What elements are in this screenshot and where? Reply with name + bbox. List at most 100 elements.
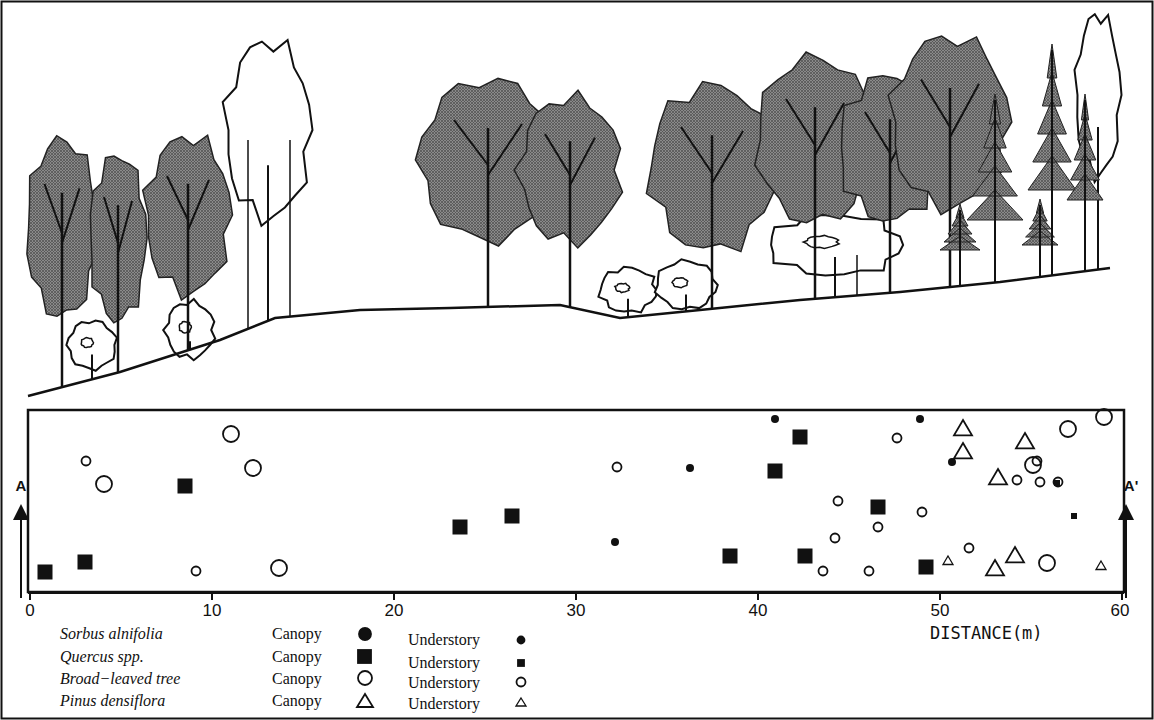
branch bbox=[681, 127, 712, 173]
tree-trunk bbox=[289, 140, 291, 317]
broadleaf-mark bbox=[893, 434, 902, 443]
tree-trunk bbox=[994, 100, 996, 283]
tree-trunk bbox=[889, 119, 892, 293]
quercus-mark bbox=[453, 520, 468, 535]
quercus-mark bbox=[38, 565, 53, 580]
sorbus-mark bbox=[611, 538, 619, 546]
broadleaf-mark bbox=[613, 463, 622, 472]
pine-mark bbox=[1096, 561, 1106, 570]
tree-trunk bbox=[1051, 50, 1053, 275]
species-name: Sorbus alnifolia bbox=[60, 625, 163, 643]
broadleaf-mark bbox=[1033, 457, 1042, 466]
branch bbox=[921, 80, 950, 128]
broadleaf-mark bbox=[82, 457, 91, 466]
legend-label: Canopy bbox=[272, 670, 322, 688]
tree-trunk bbox=[711, 135, 714, 309]
sorbus-mark bbox=[916, 415, 924, 423]
axis-number: 50 bbox=[931, 602, 950, 621]
broadleaf-mark bbox=[1096, 409, 1112, 425]
broadleaf-mark bbox=[96, 476, 112, 492]
branch bbox=[786, 99, 815, 145]
crown-detail bbox=[803, 235, 839, 248]
quercus-mark bbox=[723, 549, 738, 564]
legend-label: Canopy bbox=[272, 692, 322, 710]
axis-tick bbox=[939, 593, 941, 600]
broadleaf-mark bbox=[874, 523, 883, 532]
legend-label: Understory bbox=[408, 631, 480, 649]
branch bbox=[62, 188, 80, 243]
branch bbox=[167, 176, 188, 220]
understory-crown bbox=[771, 215, 903, 276]
sorbus-mark bbox=[948, 458, 956, 466]
axis-tick bbox=[757, 593, 759, 600]
broadleaf-mark bbox=[223, 426, 239, 442]
species-name: Broad−leaved tree bbox=[60, 670, 180, 688]
species-name: Pinus densiflora bbox=[60, 692, 165, 710]
broadleaf-mark bbox=[865, 567, 874, 576]
axis-number: 60 bbox=[1111, 602, 1130, 621]
broadleaf-mark bbox=[1039, 555, 1055, 571]
tree-trunk bbox=[834, 257, 836, 297]
axis-tick bbox=[393, 593, 395, 600]
broadleaf-mark bbox=[831, 534, 840, 543]
tree-trunk bbox=[1084, 100, 1086, 271]
axis-number: 40 bbox=[749, 602, 768, 621]
tree-trunk bbox=[949, 88, 952, 287]
tree-trunk bbox=[569, 141, 572, 307]
tree-trunk bbox=[61, 193, 64, 387]
legend-label: Understory bbox=[408, 654, 480, 672]
axis-tick bbox=[575, 593, 577, 600]
branch bbox=[865, 112, 890, 153]
tree-positions bbox=[38, 409, 1113, 580]
quercus-mark bbox=[871, 500, 886, 515]
axis-number: 10 bbox=[203, 602, 222, 621]
section-arrow bbox=[20, 512, 22, 598]
quercus-mark bbox=[798, 549, 813, 564]
legend-label: Understory bbox=[408, 695, 480, 713]
broadleaf-mark bbox=[1054, 478, 1063, 487]
tree-trunk bbox=[627, 299, 629, 317]
axis-number: 20 bbox=[385, 602, 404, 621]
quercus-mark bbox=[793, 430, 808, 445]
branch bbox=[188, 180, 209, 230]
axis-title: DISTANCE(m) bbox=[930, 624, 1043, 643]
branch bbox=[545, 134, 570, 175]
tree-trunk bbox=[247, 140, 249, 329]
quercus-mark bbox=[768, 464, 783, 479]
tree-trunk bbox=[267, 165, 269, 321]
crown-detail bbox=[81, 338, 93, 348]
tree-trunk bbox=[1039, 205, 1041, 277]
tree-trunk bbox=[959, 210, 961, 286]
tree-trunk bbox=[856, 255, 858, 295]
axis-number: 0 bbox=[25, 602, 34, 621]
branch bbox=[815, 103, 844, 155]
tree-trunk bbox=[91, 355, 93, 380]
branch bbox=[118, 201, 132, 253]
tree-trunk bbox=[117, 205, 120, 372]
branch bbox=[104, 197, 118, 243]
broadleaf-mark bbox=[819, 567, 828, 576]
tree-trunk bbox=[487, 128, 490, 307]
section-label: A bbox=[16, 478, 27, 495]
broadleaf-mark bbox=[918, 508, 927, 517]
sorbus-mark bbox=[686, 464, 694, 472]
broadleaf-mark bbox=[271, 560, 287, 576]
branch bbox=[570, 138, 595, 185]
broadleaf-mark bbox=[1013, 476, 1022, 485]
quercus-mark bbox=[1071, 513, 1077, 519]
crown-detail bbox=[615, 283, 630, 292]
crown-detail bbox=[179, 322, 191, 333]
legend-label: Understory bbox=[408, 674, 480, 692]
broadleaf-mark bbox=[1025, 457, 1041, 473]
pine-mark bbox=[1016, 433, 1034, 448]
quercus-mark bbox=[78, 555, 93, 570]
species-name: Quercus spp. bbox=[60, 648, 144, 666]
tree-trunk bbox=[187, 184, 190, 350]
axis-tick bbox=[211, 593, 213, 600]
broadleaf-mark bbox=[245, 460, 261, 476]
quercus-mark bbox=[919, 560, 934, 575]
pine-mark bbox=[943, 556, 953, 565]
ground-line bbox=[28, 268, 1110, 396]
tree-trunk bbox=[685, 295, 687, 312]
axis-tick bbox=[29, 593, 31, 600]
